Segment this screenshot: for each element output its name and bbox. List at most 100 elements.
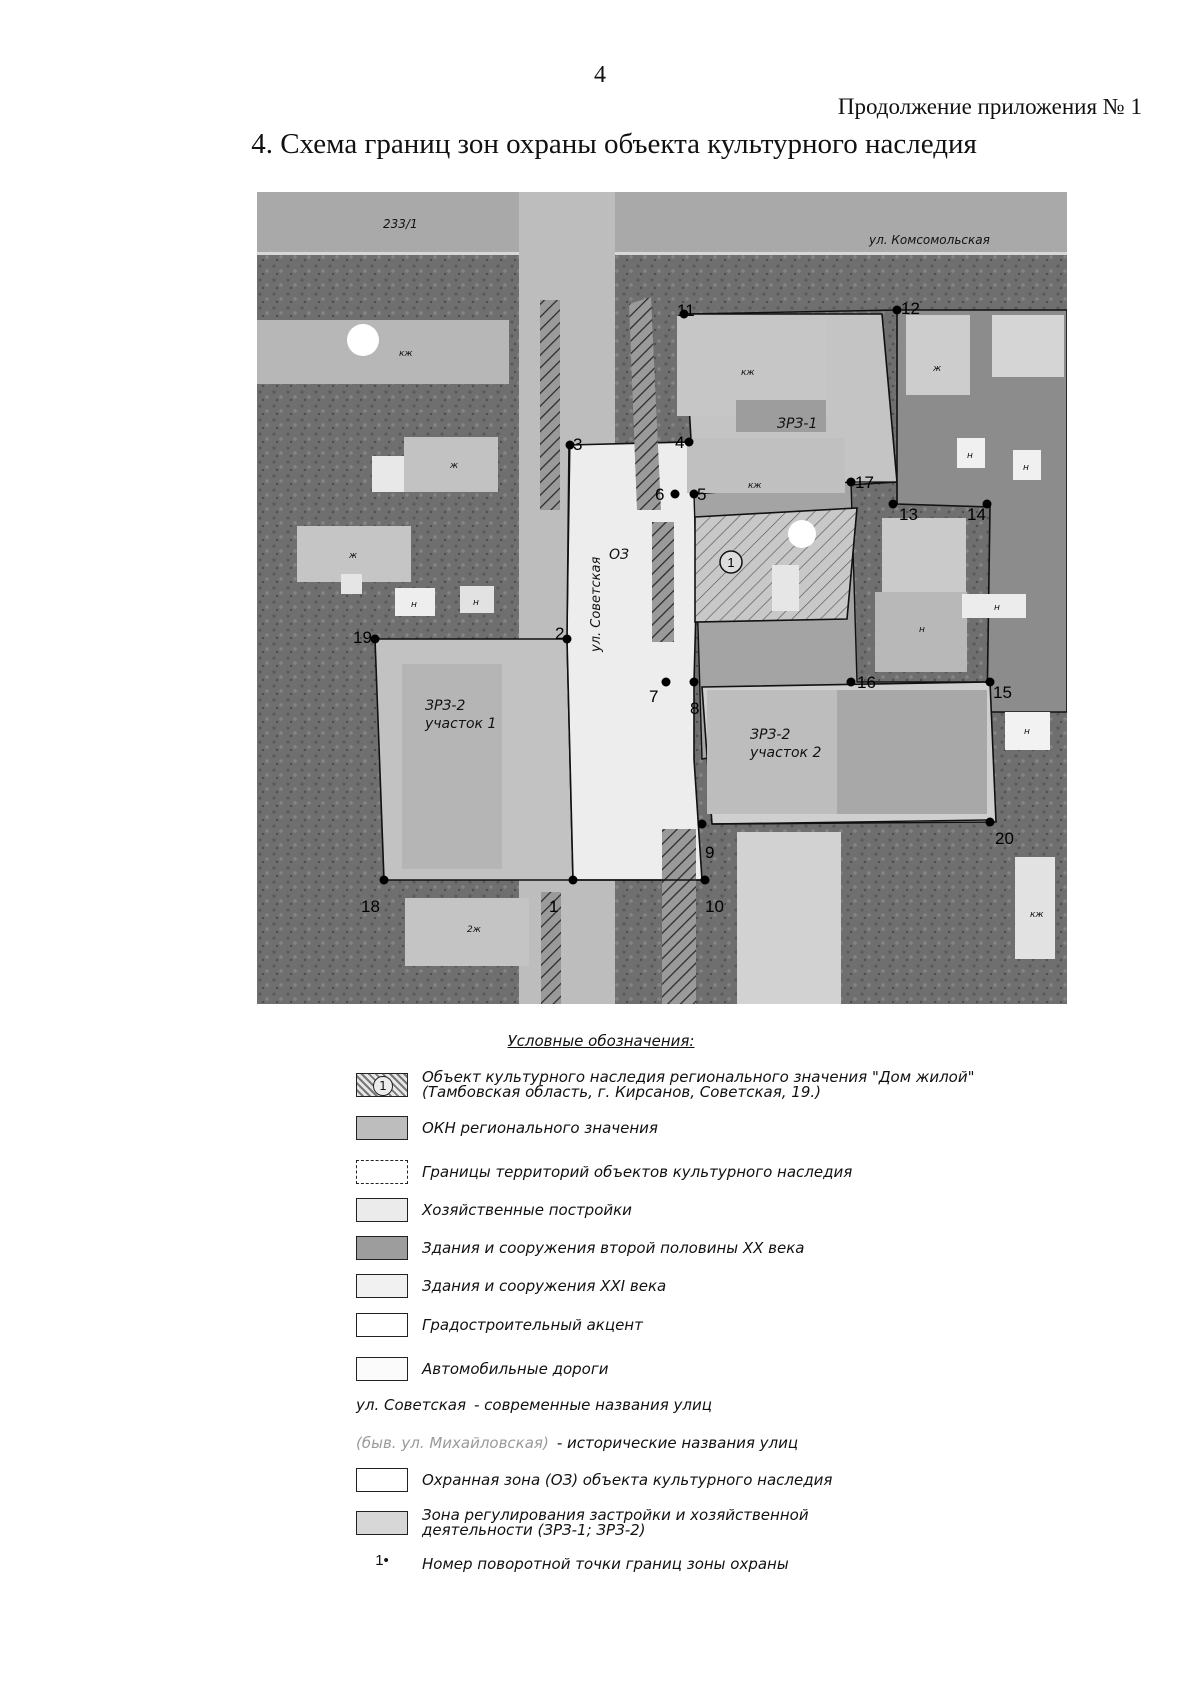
turning-point-8-label: 8	[690, 699, 699, 718]
turning-point-5-marker	[689, 489, 699, 499]
turning-point-1-label: 1	[549, 897, 558, 916]
building-top-right-main	[677, 316, 827, 416]
turning-point-14-label: 14	[967, 505, 986, 524]
turning-point-5-label: 5	[697, 485, 706, 504]
legend-item-accent: Градостроительный акцент	[356, 1313, 996, 1337]
legend-item-street-current: ул. Советская - современные названия ули…	[356, 1396, 712, 1414]
hatch-swatch-icon: 1	[356, 1073, 408, 1097]
bldg-n-g: н	[1024, 727, 1030, 737]
turning-point-17-label: 17	[855, 473, 874, 492]
turning-point-8-marker	[689, 677, 699, 687]
turning-point-17-marker	[846, 477, 856, 487]
turning-point-2-marker	[562, 634, 572, 644]
turning-point-4-marker	[684, 437, 694, 447]
point-marker-icon: 1•	[375, 1552, 389, 1569]
oz-swatch-icon	[356, 1468, 408, 1492]
building-right-tall	[882, 518, 966, 600]
turning-point-13-marker	[888, 499, 898, 509]
turning-point-6-label: 6	[655, 485, 664, 504]
zrz-swatch-icon	[356, 1511, 408, 1535]
accent-swatch-icon	[356, 1313, 408, 1337]
hatch-strip-right-top	[629, 297, 661, 510]
building-left-lower	[297, 526, 411, 582]
street-label-top-left: 233/1	[383, 217, 418, 231]
legend-item-xx-century: Здания и сооружения второй половины ХХ в…	[356, 1236, 996, 1260]
turning-point-11-marker	[679, 309, 689, 319]
turning-point-16-label: 16	[857, 673, 876, 692]
turning-point-18-marker	[379, 875, 389, 885]
appendix-caption: Продолжение приложения № 1	[837, 94, 1142, 119]
bldg-kzh-d: кж	[1030, 910, 1044, 920]
hatch-strip-left-top	[540, 300, 560, 510]
legend-item-roads: Автомобильные дороги	[356, 1357, 996, 1381]
street-label-komsomolskaya: ул. Комсомольская	[868, 233, 990, 247]
road-swatch-icon	[356, 1357, 408, 1381]
bldg-n-b: н	[473, 598, 479, 608]
hatch-strip-right-bottom	[662, 829, 696, 1004]
hatch-strip-left-bottom	[541, 892, 561, 1004]
building-top-left	[257, 320, 509, 384]
legend-item-heritage-object: 1 Объект культурного наследия региональн…	[356, 1070, 996, 1100]
turning-point-3-marker	[565, 440, 575, 450]
legend-item-xxi-century: Здания и сооружения XXI века	[356, 1274, 996, 1298]
turning-point-16-marker	[846, 677, 856, 687]
turning-point-10-label: 10	[705, 897, 724, 916]
bldg-kzh-b: кж	[741, 368, 755, 378]
street-label-sovetskaya: ул. Советская	[589, 557, 604, 653]
building-bottom-left	[405, 898, 529, 966]
turning-point-7-label: 7	[649, 687, 658, 706]
building-bottom-mid	[737, 832, 841, 1004]
farm-swatch-icon	[356, 1198, 408, 1222]
bldg-n-e: н	[919, 625, 925, 635]
legend-item-farm-buildings: Хозяйственные постройки	[356, 1198, 996, 1222]
turning-point-2-label: 2	[555, 624, 564, 643]
turning-point-13-label: 13	[899, 505, 918, 524]
building-mid-right	[687, 438, 845, 493]
turning-point-4-label: 4	[675, 433, 684, 452]
turning-point-12-label: 12	[901, 299, 920, 318]
bldg-zh-c: ж	[932, 364, 942, 374]
hatch-strip-right-mid	[652, 522, 674, 642]
xx-century-swatch-icon	[356, 1236, 408, 1260]
okn-swatch-icon	[356, 1116, 408, 1140]
label-zrz2-p2-b: участок 2	[749, 745, 821, 761]
page-title: 4. Схема границ зон охраны объекта культ…	[251, 128, 977, 160]
label-zrz2-p1-a: ЗРЗ-2	[425, 698, 465, 714]
bldg-zh-b: ж	[348, 551, 358, 561]
turning-point-19-marker	[370, 634, 380, 644]
turning-point-10-marker	[700, 875, 710, 885]
turning-point-6-marker	[670, 489, 680, 499]
heritage-object-number: 1	[727, 555, 734, 570]
legend-title: Условные обозначения:	[507, 1032, 695, 1050]
bldg-n-f: н	[994, 603, 1000, 613]
legend-item-okn: ОКН регионального значения	[356, 1116, 996, 1140]
turning-point-15-marker	[985, 677, 995, 687]
bldg-kzh-a: кж	[399, 349, 413, 359]
turning-point-9-label: 9	[705, 843, 714, 862]
turning-point-3-label: 3	[573, 435, 582, 454]
turning-point-20-marker	[985, 817, 995, 827]
building-left-mid	[404, 437, 498, 492]
label-zrz2-p2-a: ЗРЗ-2	[750, 727, 790, 743]
label-oz: ОЗ	[609, 547, 629, 563]
bldg-zh-a: ж	[449, 461, 459, 471]
turning-point-11-label: 11	[677, 301, 695, 320]
bldg-2zh: 2ж	[467, 925, 482, 935]
legend-item-street-historic: (быв. ул. Михайловская) - исторические н…	[356, 1434, 799, 1452]
bldg-kzh-c: кж	[748, 481, 762, 491]
bldg-n-c: н	[967, 451, 973, 461]
turning-point-14-marker	[982, 499, 992, 509]
turning-point-1-marker	[568, 875, 578, 885]
page-number: 4	[594, 62, 606, 88]
site-map: 233/1 ул. Комсомольская ул. Советская ОЗ…	[257, 192, 1067, 1004]
xxi-century-swatch-icon	[356, 1274, 408, 1298]
label-zrz1: ЗРЗ-1	[777, 416, 817, 432]
bldg-n-d: н	[1023, 463, 1029, 473]
label-zrz2-p1-b: участок 1	[424, 716, 496, 732]
turning-point-7-marker	[661, 677, 671, 687]
zone-oz	[566, 441, 703, 881]
legend-item-territory-boundary: Границы территорий объектов культурного …	[356, 1160, 996, 1184]
building-bottom-right	[1015, 857, 1055, 959]
turning-point-20-label: 20	[995, 829, 1014, 848]
